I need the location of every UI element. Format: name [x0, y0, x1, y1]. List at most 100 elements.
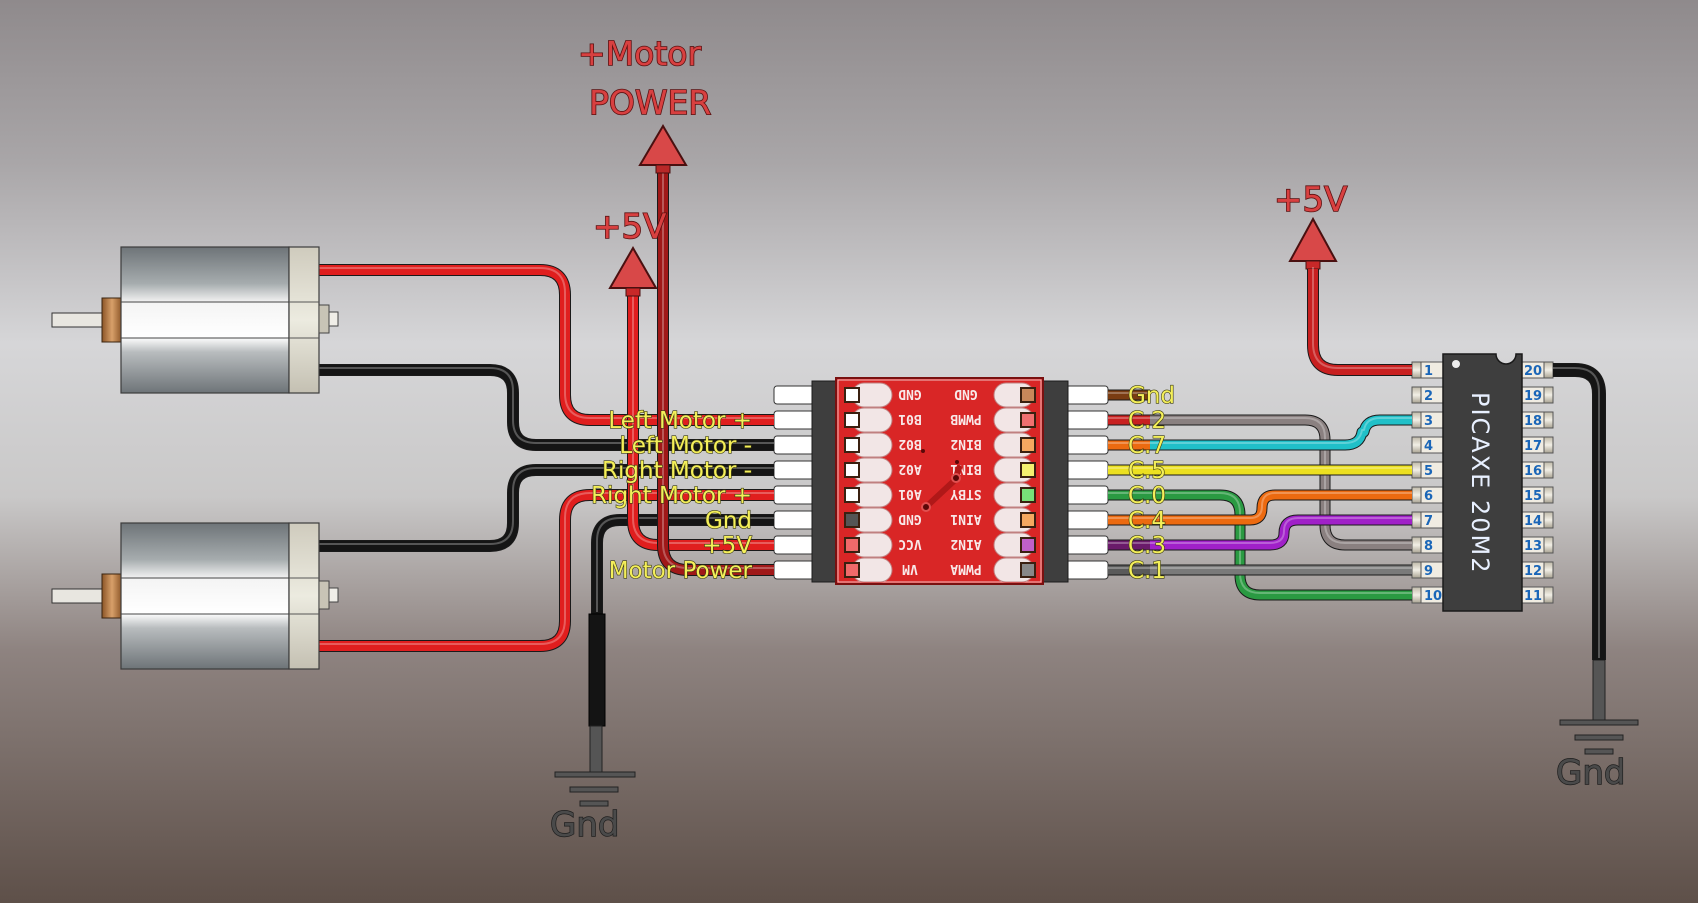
left-motor-negative-wire: [319, 364, 774, 451]
chip-gnd-wire: [1553, 363, 1606, 660]
chip-pin-number: 19: [1524, 389, 1542, 404]
chip-pin-number: 1: [1424, 364, 1433, 379]
wire-label-right: Gnd: [1128, 383, 1175, 409]
wire-label-left: Right Motor +: [591, 483, 752, 509]
motor-power-wire: [657, 171, 774, 576]
pcb-pin-label: BIN2: [950, 436, 981, 451]
pad-ain1: [1020, 512, 1036, 528]
heatshrink: [588, 613, 606, 727]
chip-pin-number: 3: [1424, 414, 1433, 429]
chip-pin-number: 15: [1524, 489, 1542, 504]
chip-pin-number: 7: [1424, 514, 1433, 529]
chip-label: PICAXE 20M2: [1466, 392, 1494, 574]
chip-pin-number: 6: [1424, 489, 1433, 504]
pad-ain2: [1020, 537, 1036, 553]
chip-pin-number: 8: [1424, 539, 1433, 554]
pad-b02: [844, 437, 860, 453]
pcb-pin-label: A02: [898, 461, 921, 476]
wire-label-right: C.2: [1128, 408, 1166, 434]
pcb-pin-label: VM: [902, 561, 918, 576]
pcb-pin-label: AIN2: [950, 536, 981, 551]
right-motor-negative-wire: [319, 464, 774, 552]
pad-pwmb: [1020, 412, 1036, 428]
pad-a02: [844, 462, 860, 478]
chip-pin-number: 20: [1524, 364, 1542, 379]
pcb-pin-label: B02: [898, 436, 921, 451]
header-pin: [1065, 460, 1109, 480]
header-stub-wire: [1108, 414, 1150, 426]
pcb-pin-label: AIN1: [950, 511, 981, 526]
ground-icon: [1559, 719, 1639, 726]
pad-gnd: [844, 387, 860, 403]
header-pin: [1065, 385, 1109, 405]
left-motor-positive-wire: [319, 264, 774, 426]
pad-bin1: [1020, 462, 1036, 478]
wire-label-right: C.7: [1128, 433, 1166, 459]
chip-pin-number: 4: [1424, 439, 1433, 454]
ground-left-symbol: [554, 613, 636, 807]
chip-pin-number: 14: [1524, 514, 1542, 529]
signal-wire-C1: [1150, 564, 1412, 576]
header-pin: [773, 485, 815, 505]
pad-vcc: [844, 537, 860, 553]
header-stub-wire: [1108, 464, 1150, 476]
header-pin: [1065, 535, 1109, 555]
pad-bin2: [1020, 437, 1036, 453]
pad-vm: [844, 562, 860, 578]
wire-label-right: C.0: [1128, 483, 1166, 509]
pcb-pin-label: PWMB: [950, 411, 981, 426]
pcb-pin-label: STBY: [950, 486, 981, 501]
wire-label-left: Gnd: [705, 508, 752, 534]
pad-b01: [844, 412, 860, 428]
chip-pin-number: 2: [1424, 389, 1433, 404]
motor-driver-board: GNDB01B02A02A01GNDVCCVMGNDPWMBBIN2BIN1ST…: [811, 377, 1069, 585]
header-stub-wire: [1108, 539, 1150, 551]
motor-power-label-line2: POWER: [589, 83, 711, 122]
motor-shaft: [51, 588, 105, 604]
motor-shaft: [51, 312, 105, 328]
ground-icon: [554, 771, 636, 778]
wire-label-right: C.3: [1128, 533, 1166, 559]
wire-label-left: Left Motor -: [619, 433, 752, 459]
pcb-pin-label: GND: [954, 386, 978, 401]
header-pin: [1065, 410, 1109, 430]
header-pin: [773, 510, 815, 530]
chip-pin-number: 12: [1524, 564, 1542, 579]
chip-pin-number: 16: [1524, 464, 1542, 479]
header-pin: [773, 385, 815, 405]
wire-label-left: Left Motor +: [608, 408, 752, 434]
wire-label-left: Motor Power: [609, 558, 753, 584]
wire-layer: [319, 171, 1150, 652]
signal-wire-C4: [1150, 489, 1412, 526]
signal-wire-C7: [1150, 414, 1412, 451]
wire-label-left: +5V: [702, 533, 752, 559]
motor-endcap: [288, 246, 320, 394]
header-pin: [773, 435, 815, 455]
gnd-right-label: Gnd: [1556, 753, 1625, 793]
signal-wire-C3: [1150, 514, 1412, 551]
chip-pin-number: 9: [1424, 564, 1433, 579]
wire-label-right: C.1: [1128, 558, 1166, 584]
header-pin: [1065, 435, 1109, 455]
motor-endcap: [288, 522, 320, 670]
pad-gnd: [1020, 387, 1036, 403]
signal-wire-C2: [1150, 414, 1412, 551]
pcb-pin-label: GND: [898, 386, 922, 401]
gnd-left-label: Gnd: [550, 805, 619, 845]
pad-gnd: [844, 512, 860, 528]
chip-pin-number: 10: [1424, 589, 1442, 604]
motor-body: [120, 246, 290, 394]
header-pin: [773, 410, 815, 430]
gnd-wire: [591, 514, 774, 614]
pad-a01: [844, 487, 860, 503]
plus5v-right-label: +5V: [1274, 180, 1347, 220]
wire-label-left: Right Motor -: [602, 458, 752, 484]
pcb-pin-label: PWMA: [950, 561, 981, 576]
plus5v-left-symbol: [608, 245, 658, 297]
header-stub-wire: [1108, 514, 1150, 526]
motor-bushing: [101, 573, 123, 619]
chip-body: [1442, 353, 1523, 612]
header-stub-wire: [1108, 564, 1150, 576]
